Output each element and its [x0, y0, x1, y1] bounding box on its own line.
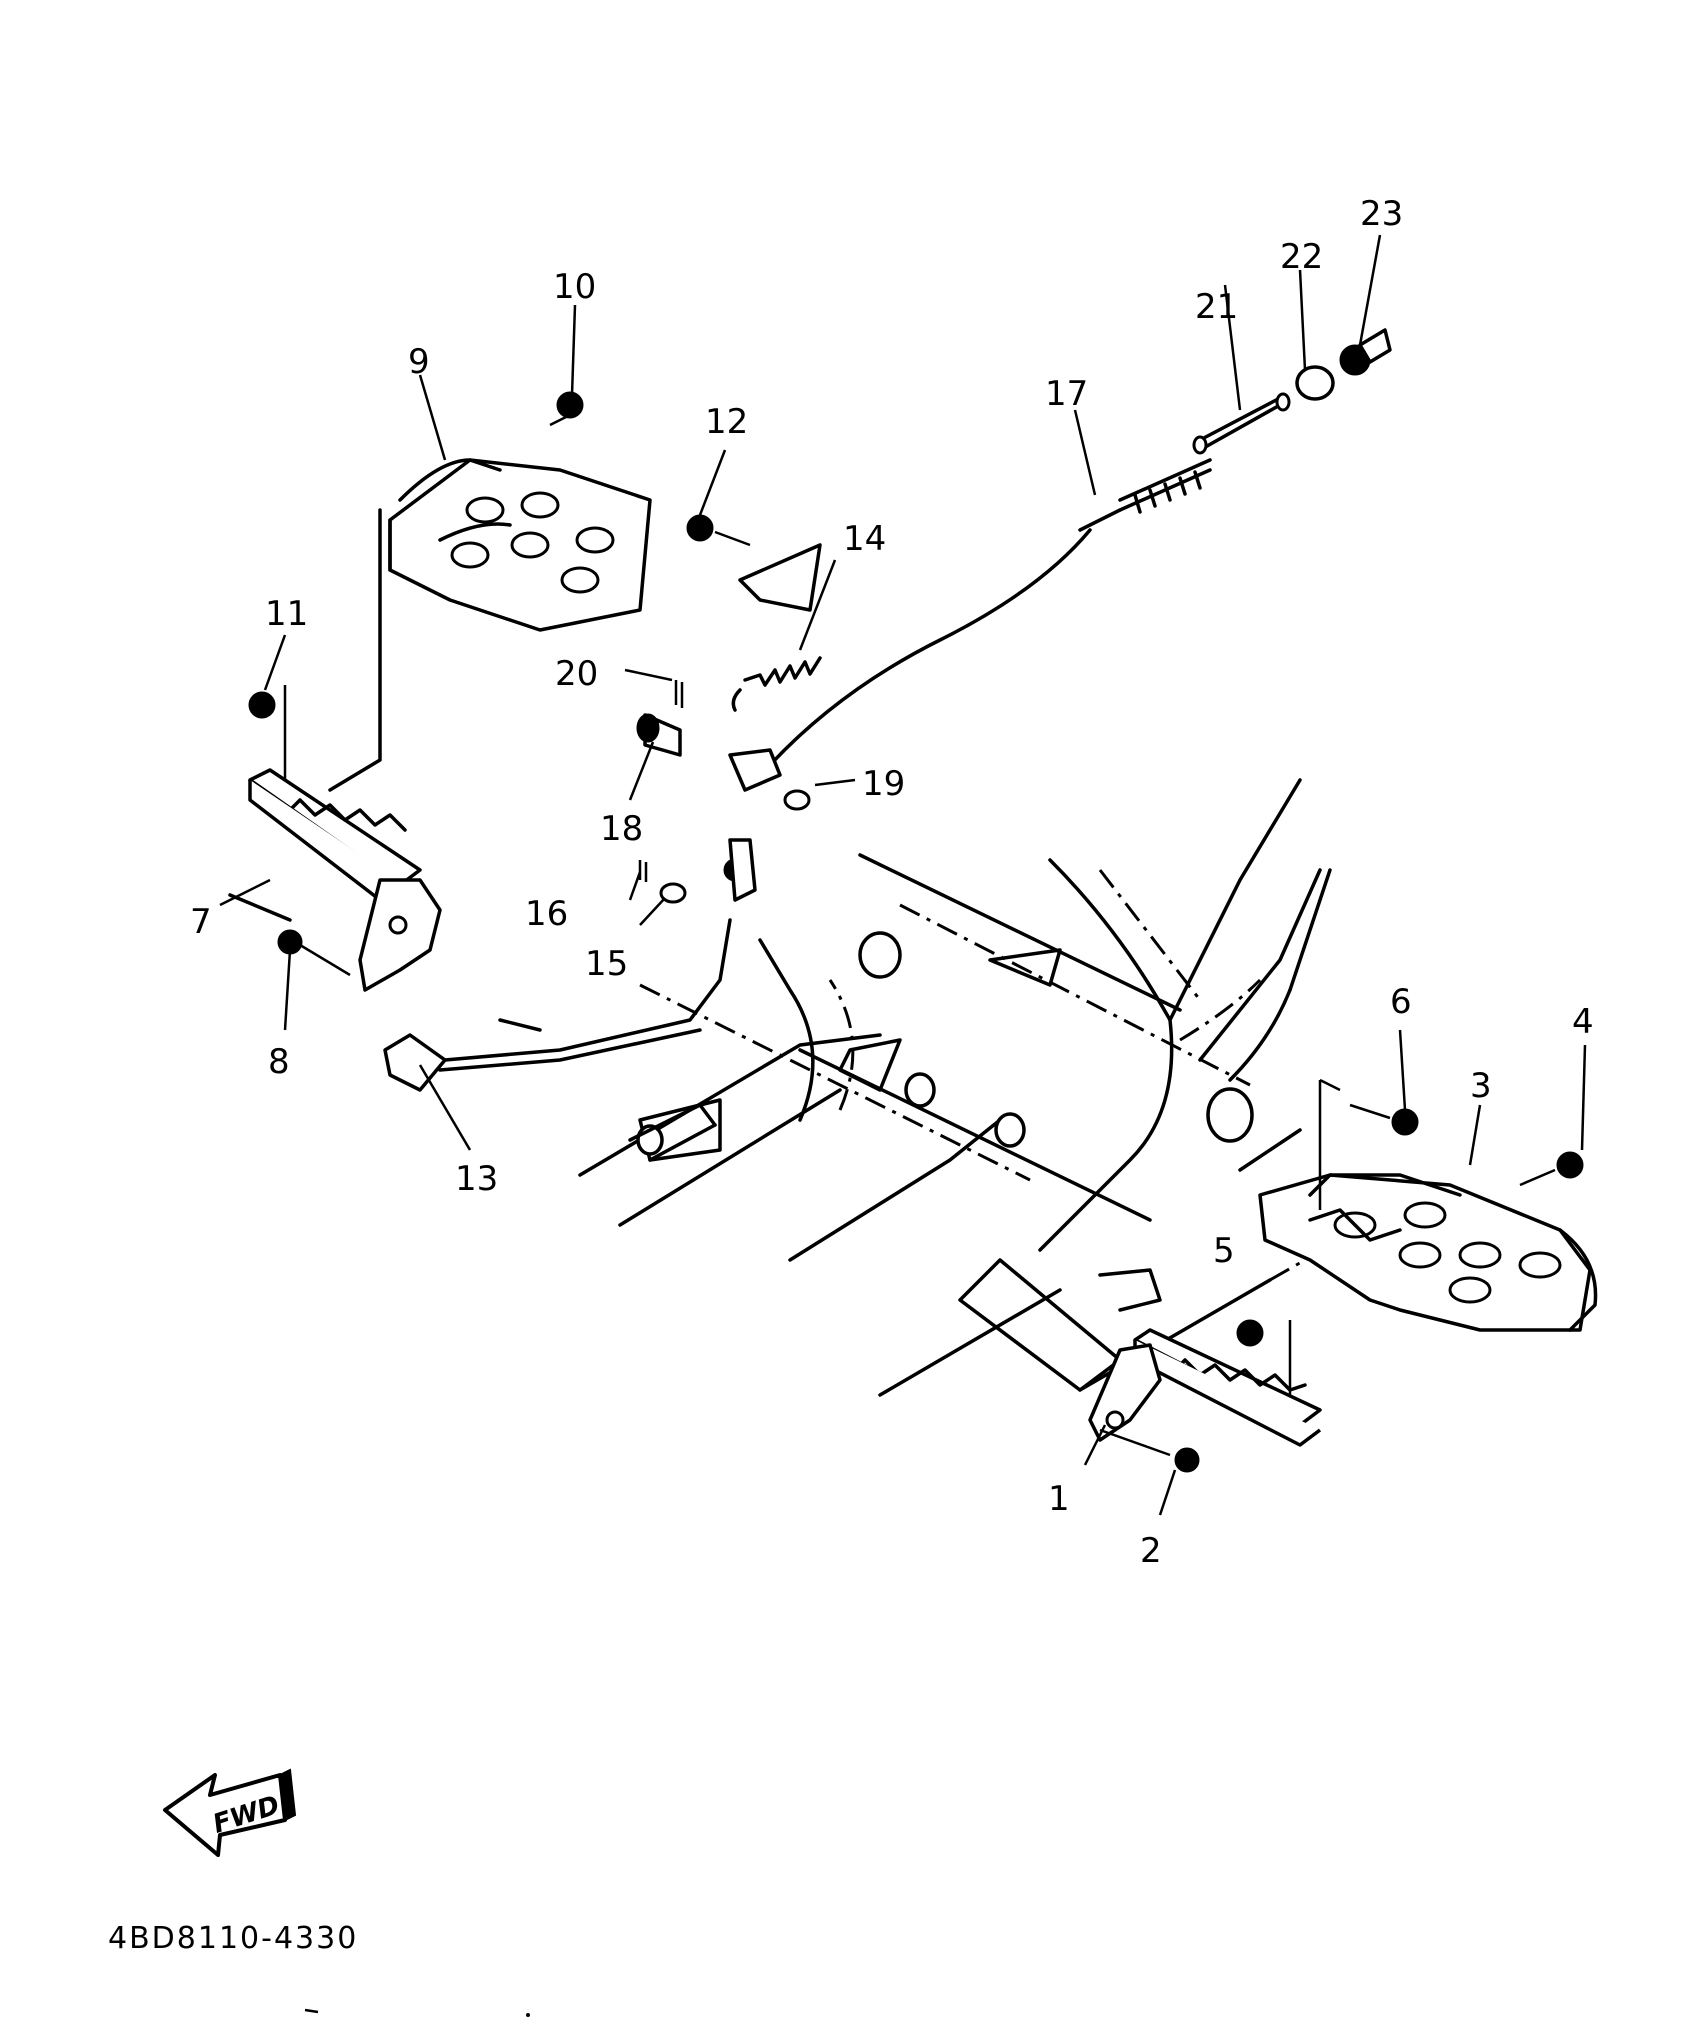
- svg-text:17: 17: [1045, 374, 1088, 414]
- washer-15: [659, 882, 687, 904]
- part-label-12: 12: [705, 402, 748, 442]
- svg-text:4BD8110-4330: 4BD8110-4330: [108, 1921, 358, 1956]
- part-label-2: 2: [1140, 1531, 1162, 1571]
- part-label-5: 5: [1213, 1231, 1235, 1271]
- svg-text:21: 21: [1195, 287, 1238, 327]
- bolt-12: [686, 514, 751, 547]
- svg-text:1: 1: [1048, 1479, 1070, 1519]
- svg-text:14: 14: [843, 519, 886, 559]
- part-label-10: 10: [553, 267, 596, 307]
- part-label-20: 20: [555, 654, 598, 694]
- front-footrest-bracket-3: [1258, 1173, 1598, 1332]
- part-label-1: 1: [1048, 1479, 1070, 1519]
- bolt-8: [277, 929, 351, 977]
- flange-nut-11: [248, 685, 287, 780]
- joint-22: [1295, 365, 1335, 401]
- svg-text:9: 9: [408, 342, 430, 382]
- cotter-pin-20: [674, 680, 684, 708]
- part-label-22: 22: [1280, 237, 1323, 277]
- svg-text:20: 20: [555, 654, 598, 694]
- svg-text:11: 11: [265, 594, 308, 634]
- fwd-arrow-icon: FWD: [163, 1768, 297, 1857]
- part-label-13: 13: [455, 1159, 498, 1199]
- svg-text:15: 15: [585, 944, 628, 984]
- part-label-16: 16: [525, 894, 568, 934]
- part-label-18: 18: [600, 809, 643, 849]
- part-label-7: 7: [190, 902, 212, 942]
- svg-text:10: 10: [553, 267, 596, 307]
- front-footpeg-1: [1088, 1320, 1322, 1447]
- svg-text:3: 3: [1470, 1066, 1492, 1106]
- bolt-2: [1099, 1428, 1200, 1473]
- svg-text:12: 12: [705, 402, 748, 442]
- spring-14: [731, 656, 822, 712]
- pin-18: [636, 713, 682, 757]
- brake-rod-17: [768, 458, 1212, 767]
- svg-text:19: 19: [862, 764, 905, 804]
- part-label-3: 3: [1470, 1066, 1492, 1106]
- svg-text:22: 22: [1280, 237, 1323, 277]
- rear-footpeg-7: [228, 768, 442, 992]
- svg-text:18: 18: [600, 809, 643, 849]
- frame-outline: [578, 778, 1341, 1397]
- leader-lines: [219, 234, 1587, 1516]
- part-label-4: 4: [1572, 1002, 1594, 1042]
- drawing-code: 4BD8110-4330: [108, 1921, 358, 1956]
- wing-nut-23: [1339, 328, 1392, 376]
- svg-text:23: 23: [1360, 194, 1403, 234]
- scan-marks: [304, 2008, 530, 2017]
- rod-21: [1192, 392, 1291, 455]
- part-label-8: 8: [268, 1042, 290, 1082]
- part-label-9: 9: [408, 342, 430, 382]
- svg-text:7: 7: [190, 902, 212, 942]
- svg-text:8: 8: [268, 1042, 290, 1082]
- part-label-6: 6: [1390, 982, 1412, 1022]
- part-label-15: 15: [585, 944, 628, 984]
- brake-pedal-13: [383, 838, 757, 1092]
- svg-text:6: 6: [1390, 982, 1412, 1022]
- svg-text:5: 5: [1213, 1231, 1235, 1271]
- part-label-19: 19: [862, 764, 905, 804]
- part-label-11: 11: [265, 594, 308, 634]
- svg-text:4: 4: [1572, 1002, 1594, 1042]
- part-label-17: 17: [1045, 374, 1088, 414]
- part-label-14: 14: [843, 519, 886, 559]
- svg-text:13: 13: [455, 1159, 498, 1199]
- part-label-23: 23: [1360, 194, 1403, 234]
- bolt-10: [549, 391, 584, 427]
- clevis-joint-19: [728, 748, 811, 811]
- bolt-4: [1519, 1151, 1584, 1187]
- pivot-shaft: [498, 1018, 717, 1162]
- cotter-pin-16: [638, 860, 648, 882]
- rear-footrest-bracket-9: [328, 458, 822, 792]
- svg-text:2: 2: [1140, 1531, 1162, 1571]
- part-label-21: 21: [1195, 287, 1238, 327]
- svg-text:16: 16: [525, 894, 568, 934]
- flange-nut-5: [1236, 1319, 1264, 1347]
